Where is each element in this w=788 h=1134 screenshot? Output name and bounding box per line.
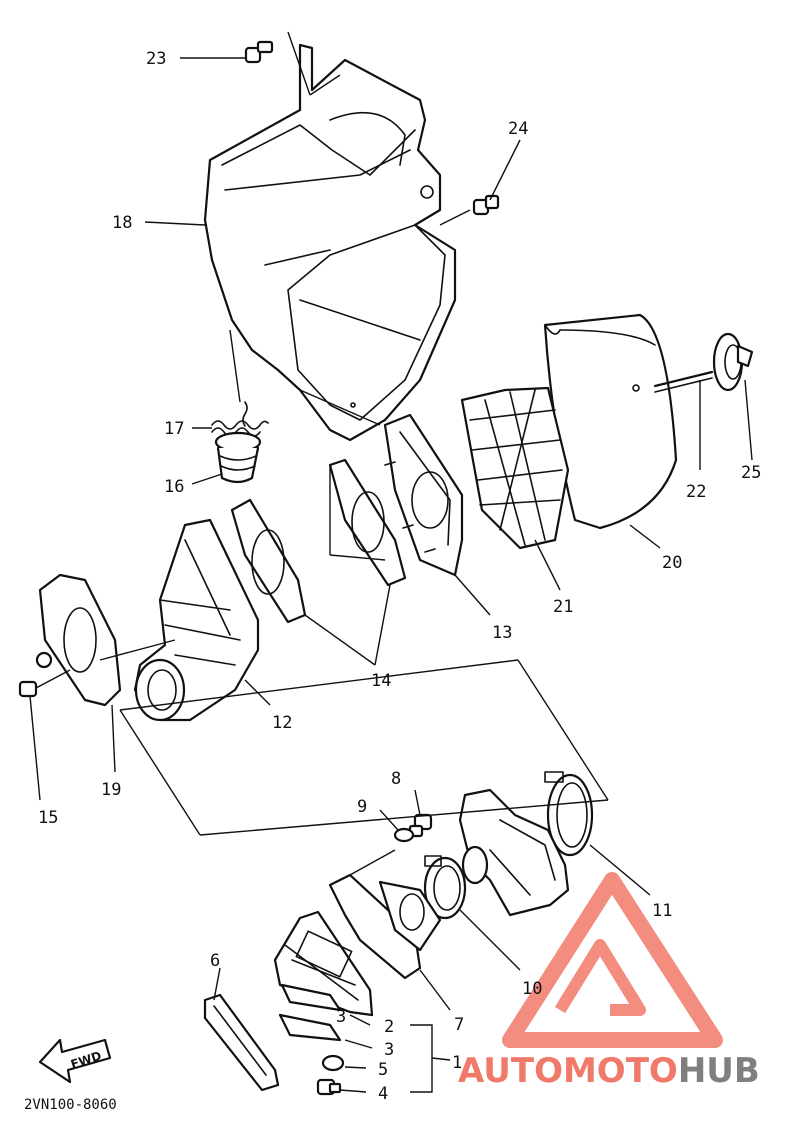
callout-18: 18: [112, 213, 132, 233]
part-10-hose-clamp: [423, 855, 467, 920]
part-12-intake-boot: [133, 518, 260, 722]
callout-21: 21: [553, 597, 573, 617]
callout-3a: 3: [336, 1007, 346, 1027]
callout-12: 12: [272, 713, 292, 733]
callout-10: 10: [522, 979, 542, 999]
part-13-joint-plate: [383, 413, 464, 577]
callout-25: 25: [741, 463, 761, 483]
part-7-intake-manifold: [328, 873, 442, 980]
watermark-text-part1: AUTOMOTO: [458, 1051, 678, 1091]
callout-24: 24: [508, 119, 528, 139]
callout-20: 20: [662, 553, 682, 573]
part-21-filter-cage: [460, 386, 570, 550]
part-24-bolt: [472, 194, 500, 216]
part-4-screw: [316, 1078, 342, 1096]
callout-3b: 3: [384, 1040, 394, 1060]
part-2-reed-petal: [280, 983, 342, 1012]
part-5-washer: [321, 1054, 345, 1072]
callout-labels: 23 24 18 17 16 22 25 20 21 13 14 12 19 1…: [38, 49, 761, 1104]
callout-17: 17: [164, 419, 184, 439]
diagram-code: 2VN100-8060: [24, 1097, 117, 1113]
leader-lines: [29, 31, 753, 1093]
part-11-carb-clamp: [544, 771, 594, 857]
callout-15: 15: [38, 808, 58, 828]
callout-8: 8: [391, 769, 401, 789]
callout-11: 11: [652, 901, 672, 921]
part-17-hose-clamp: [211, 401, 269, 437]
callout-7: 7: [454, 1015, 464, 1035]
part-15-nut: [18, 680, 38, 698]
callout-2: 2: [384, 1017, 394, 1037]
callout-23: 23: [146, 49, 166, 69]
callout-9: 9: [357, 797, 367, 817]
watermark-text-part2: HUB: [678, 1051, 760, 1091]
callout-14: 14: [371, 671, 391, 691]
callout-4: 4: [378, 1084, 388, 1104]
part-18-air-box: [203, 43, 457, 442]
part-6-gasket: [203, 993, 280, 1092]
carburetor-body: [458, 788, 570, 917]
callout-22: 22: [686, 482, 706, 502]
callout-19: 19: [101, 780, 121, 800]
part-3-reed-stopper: [278, 1013, 342, 1042]
part-16-breather-hose: [214, 431, 262, 484]
part-22-filter-bolt: [653, 370, 714, 393]
callout-13: 13: [492, 623, 512, 643]
callout-5: 5: [378, 1060, 388, 1080]
part-20-air-filter: [543, 313, 678, 530]
part-14-gasket-a: [328, 458, 407, 587]
part-25-wing-nut: [712, 332, 754, 392]
part-19-bracket-plate: [35, 573, 122, 707]
callout-1: 1: [452, 1053, 462, 1073]
callout-16: 16: [164, 477, 184, 497]
watermark-text: AUTOMOTOHUB: [458, 1051, 760, 1091]
part-23-bolt: [244, 40, 274, 64]
callout-6: 6: [210, 951, 220, 971]
part-9-washer: [393, 827, 415, 843]
fwd-arrow-icon: [38, 1038, 112, 1084]
watermark-logo: [502, 872, 723, 1048]
